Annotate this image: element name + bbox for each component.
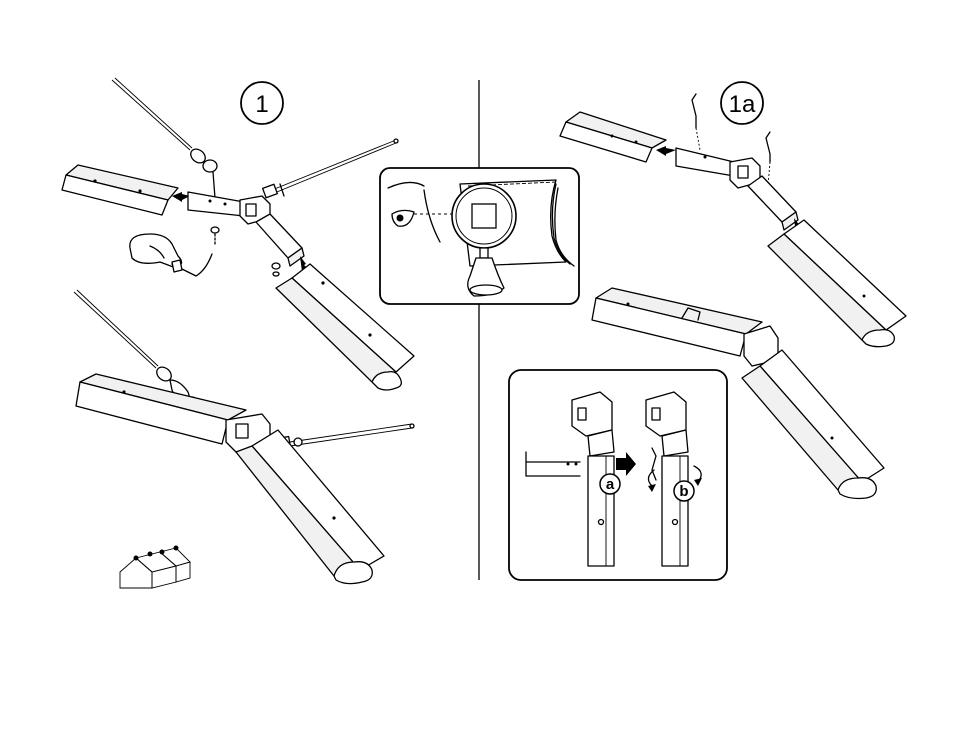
left-tube [62, 165, 178, 215]
upper-joint-assembly [62, 78, 414, 390]
step-1-label: 1 [255, 91, 268, 118]
magnifier-inset [380, 168, 579, 304]
detail-a-badge: a [600, 474, 620, 494]
arrow-icon [172, 192, 190, 202]
step-1a-badge: 1a [721, 82, 763, 124]
tent-group-icon [120, 546, 190, 589]
diagonal-stub-1a [748, 176, 798, 230]
right-long-tube-1a [768, 220, 906, 347]
arrow-icon [656, 146, 676, 156]
diagonal-stub [256, 214, 304, 266]
detail-b-badge: b [674, 481, 694, 501]
detail-a-label: a [606, 476, 615, 493]
joint-connector [188, 192, 270, 224]
pin-icon [692, 94, 696, 128]
upper-left-tube-1a [560, 112, 666, 162]
step-1a-label: 1a [729, 91, 756, 118]
joint-connector-1a [676, 148, 760, 188]
hand-wrench-icon [130, 234, 212, 276]
lower-right-tube [236, 430, 384, 584]
pin-icon [766, 132, 770, 162]
lower-left-tube [76, 374, 246, 444]
detail-inset-ab: a b [509, 370, 727, 580]
detail-b-label: b [679, 483, 688, 500]
rod-bracket [263, 184, 284, 198]
step-1-badge: 1 [241, 82, 283, 124]
wire-clamp [188, 146, 217, 198]
